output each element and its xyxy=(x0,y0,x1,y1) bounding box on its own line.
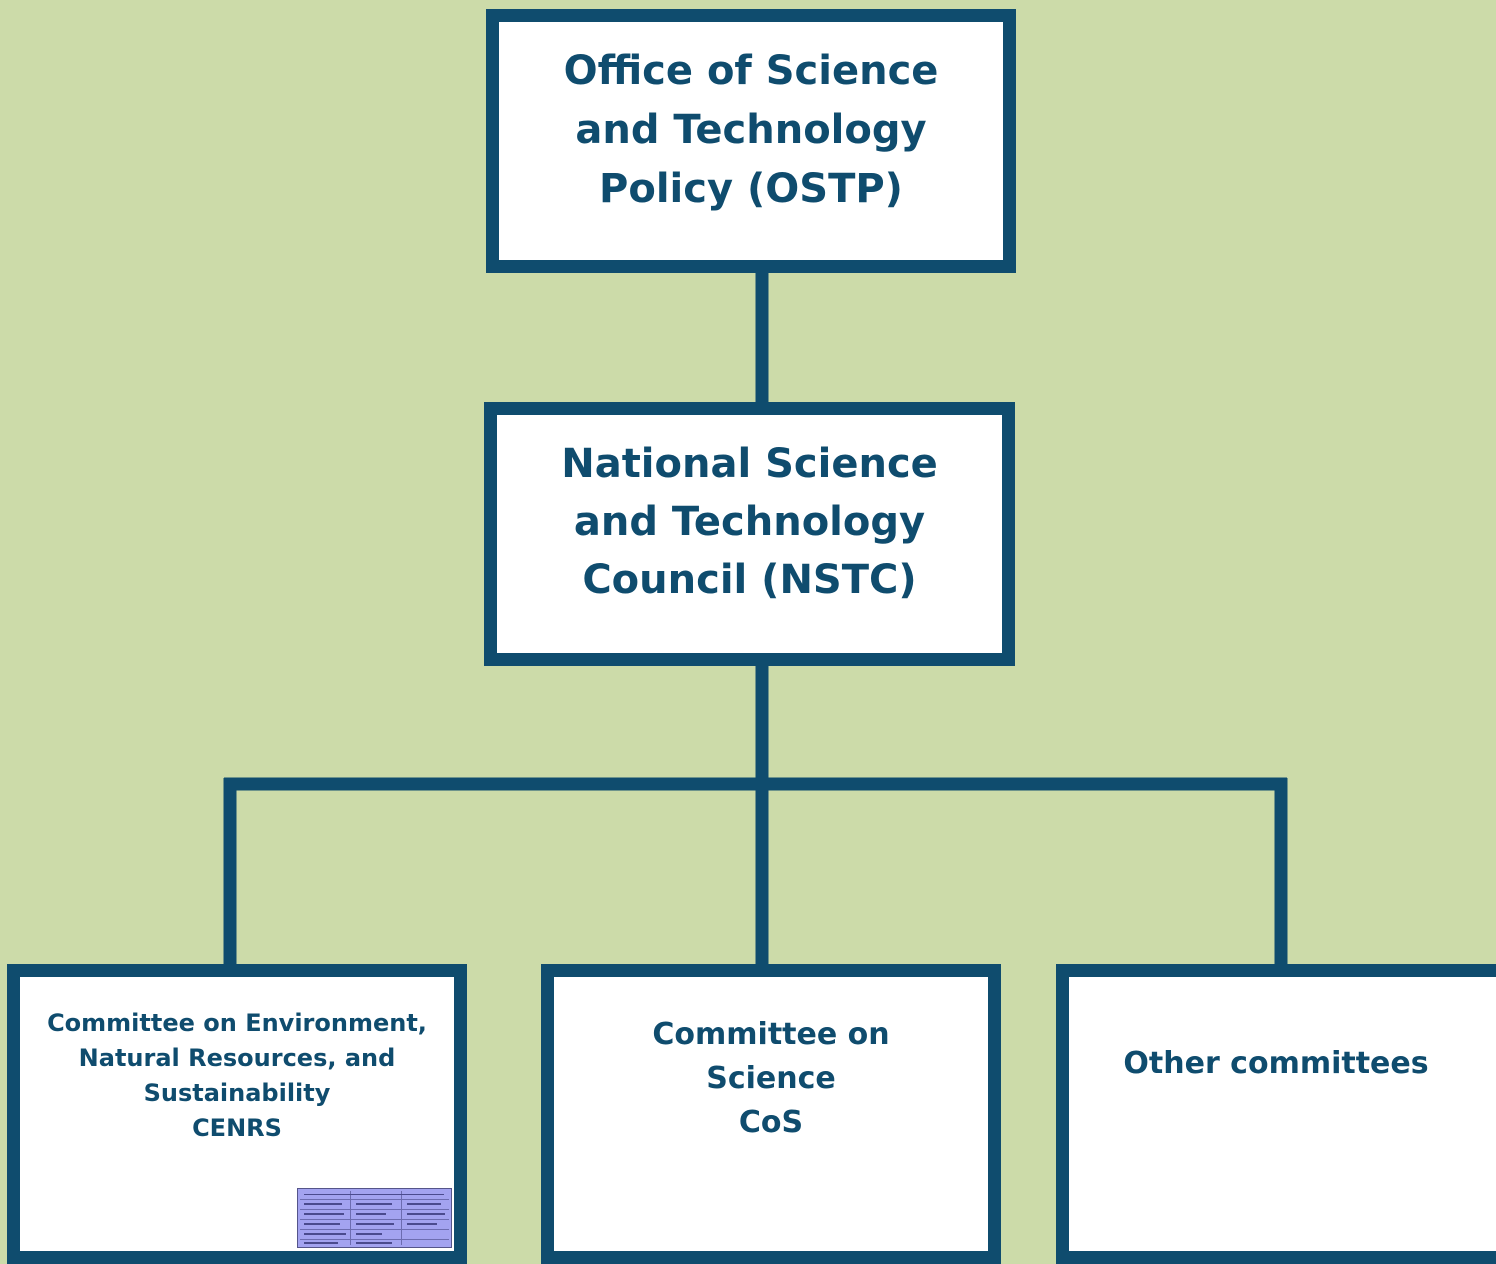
node-cos-line-1: Committee on xyxy=(652,1017,890,1052)
node-cenrs-line-1: Committee on Environment, xyxy=(47,1009,427,1037)
node-ostp-line-3: Policy (OSTP) xyxy=(599,165,903,212)
node-nstc-line-2: and Technology xyxy=(573,498,926,545)
node-cos-line-3: CoS xyxy=(738,1105,804,1140)
node-other: Other committees xyxy=(1056,964,1496,1264)
node-cos: Committee on Science CoS xyxy=(541,964,1001,1264)
node-other-line-1: Other committees xyxy=(1123,1046,1429,1081)
node-nstc-line-1: National Science xyxy=(561,440,938,487)
node-cenrs-line-2: Natural Resources, and xyxy=(78,1044,396,1072)
node-ostp: Office of Science and Technology Policy … xyxy=(486,9,1016,273)
node-ostp-line-1: Office of Science xyxy=(563,47,939,94)
node-nstc-line-3: Council (NSTC) xyxy=(582,556,917,603)
table-thumbnail-image xyxy=(297,1188,452,1248)
node-ostp-line-2: and Technology xyxy=(575,106,927,153)
node-nstc: National Science and Technology Council … xyxy=(484,402,1015,666)
node-cenrs: Committee on Environment, Natural Resour… xyxy=(7,964,467,1264)
node-cos-line-2: Science xyxy=(706,1061,836,1096)
node-cenrs-line-4: CENRS xyxy=(192,1114,282,1142)
node-cenrs-line-3: Sustainability xyxy=(143,1079,331,1107)
